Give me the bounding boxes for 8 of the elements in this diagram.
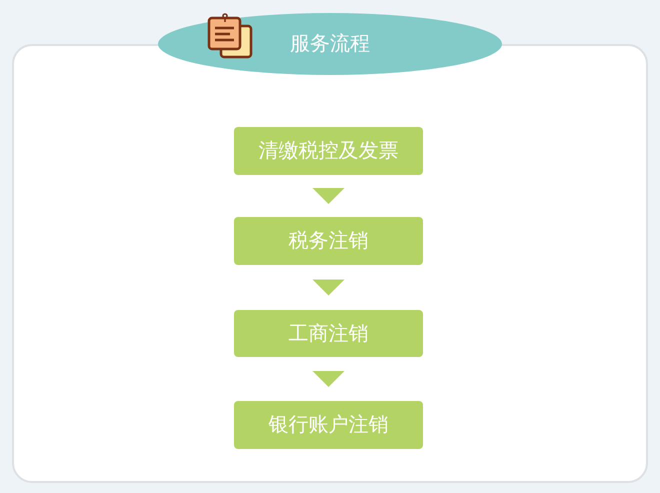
process-box: 税务注销 xyxy=(234,217,423,265)
heading: 服务流程 xyxy=(290,32,370,56)
process-box: 清缴税控及发票 xyxy=(234,127,423,175)
process-box: 银行账户注销 xyxy=(234,401,423,449)
arrow xyxy=(312,188,344,204)
process-box: 工商注销 xyxy=(234,310,423,357)
arrow xyxy=(312,280,344,296)
arrow xyxy=(312,371,344,387)
